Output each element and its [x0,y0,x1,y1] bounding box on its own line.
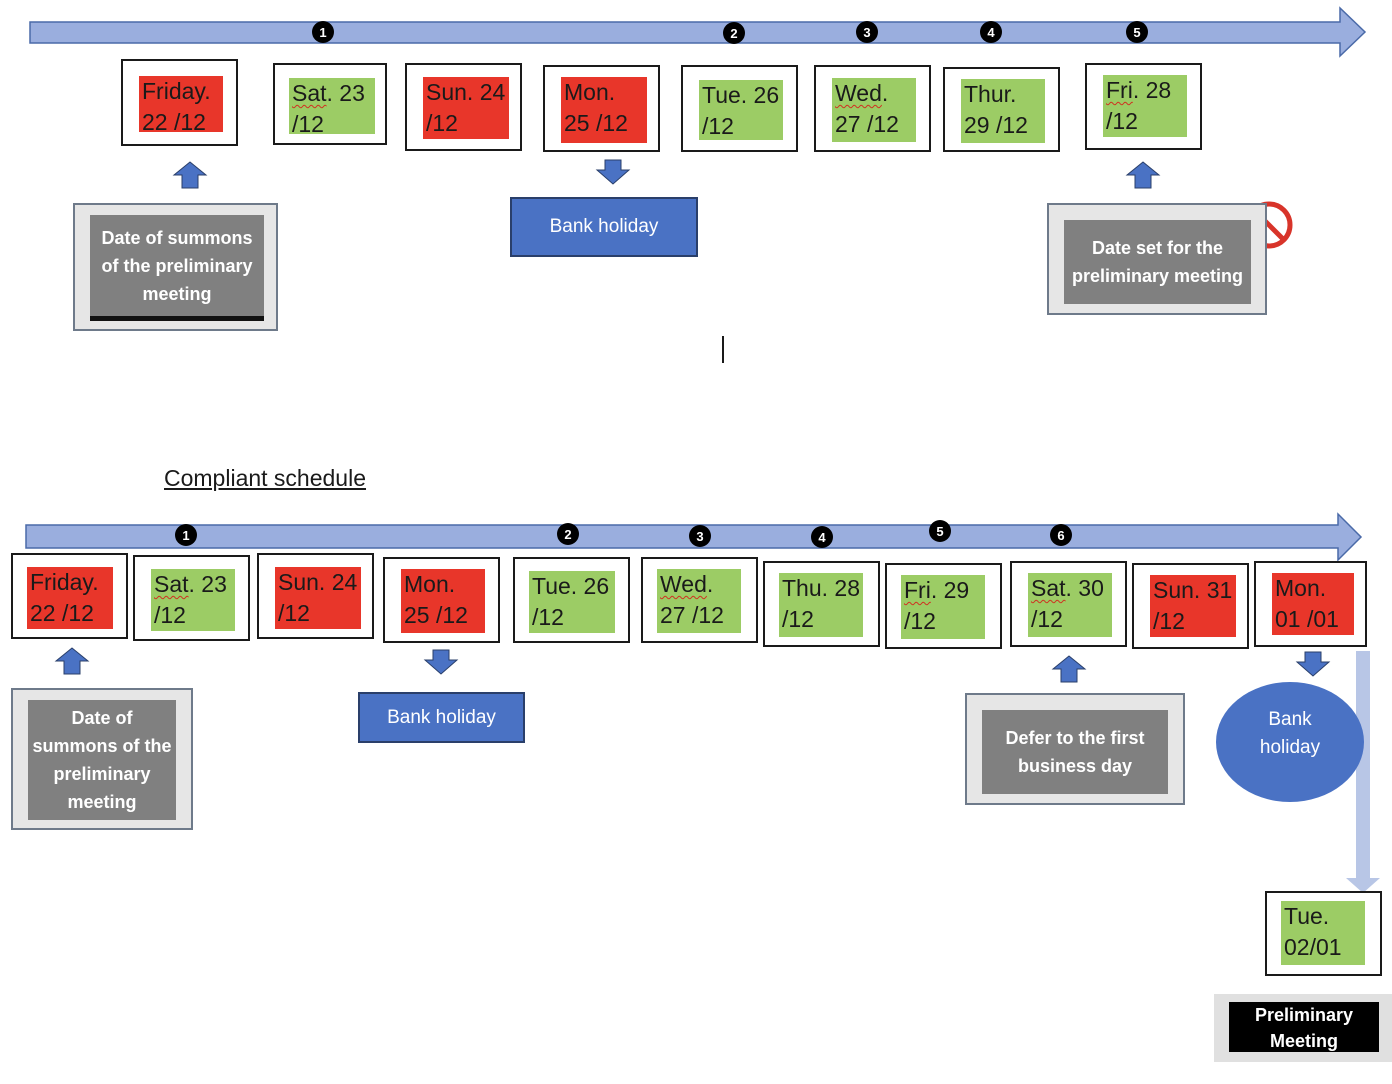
top-day-label: Friday. 22 /12 [139,76,223,135]
bottom-day-box: Mon. 25 /12 [383,557,500,643]
top-marker-5: 5 [1126,21,1148,43]
down-arrow-icon [423,649,459,675]
bottom-day-label: Sat. 23 /12 [151,569,235,631]
bottom-day-label: Fri. 29 /12 [901,575,985,639]
top-day-box: Sat. 23 /12 [273,63,387,145]
defer-callout: Defer to the first business day [965,693,1185,805]
bottom-day-label: Sat. 30 /12 [1028,573,1112,637]
bottom-day-label: Mon. 25 /12 [401,569,485,633]
top-day-box: Sun. 24 /12 [405,63,522,151]
top-day-label: Fri. 28 /12 [1103,75,1187,137]
top-marker-2: 2 [723,22,745,44]
compliant-schedule-heading: Compliant schedule [164,465,367,491]
up-arrow-icon [1051,655,1087,683]
top-day-label: Thur. 29 /12 [961,79,1045,143]
top-day-box: Tue. 26 /12 [681,65,798,152]
bottom-day-label: Sun. 31 /12 [1150,575,1236,637]
top-day-label: Wed. 27 /12 [832,78,916,142]
bottom-marker-3: 3 [689,525,711,547]
preliminary-meeting-box: Preliminary Meeting [1214,994,1392,1062]
bank-holiday-circle-text: Bank holiday [1259,709,1321,758]
bank-holiday-box: Bank holiday [510,197,698,257]
summons-callout-text: Date of summons of the preliminary meeti… [28,700,176,820]
bottom-marker-5: 5 [929,520,951,542]
bottom-day-box: Sun. 31 /12 [1132,563,1249,649]
top-day-label: Mon. 25 /12 [561,77,647,143]
top-marker-4: 4 [980,21,1002,43]
bottom-marker-1: 1 [175,524,197,546]
bottom-day-box: Thu. 28 /12 [763,561,880,647]
top-day-box: Wed. 27 /12 [814,65,931,152]
meeting-date-callout-text: Date set for the preliminary meeting [1064,220,1251,304]
top-marker-1: 1 [312,21,334,43]
final-day-label: Tue. 02/01 [1281,901,1365,965]
bank-holiday-circle [1216,682,1364,802]
top-day-box: Thur. 29 /12 [943,67,1060,152]
bottom-day-box: Fri. 29 /12 [885,563,1002,649]
top-day-box: Fri. 28 /12 [1085,63,1202,150]
bottom-day-label: Wed. 27 /12 [657,569,741,633]
up-arrow-icon [54,647,90,675]
down-arrow-icon [1295,651,1331,677]
meeting-date-callout: Date set for the preliminary meeting [1047,203,1267,315]
top-timeline-arrow [29,6,1367,58]
bank-holiday-box: Bank holiday [358,692,525,743]
bottom-day-label: Mon. 01 /01 [1272,573,1354,635]
summons-callout: Date of summons of the preliminary meeti… [11,688,193,830]
bottom-day-box: Mon. 01 /01 [1254,561,1367,647]
bottom-day-label: Friday. 22 /12 [27,567,113,629]
down-arrow-long [1346,651,1380,893]
bottom-day-label: Sun. 24 /12 [275,567,361,629]
bottom-marker-2: 2 [557,523,579,545]
top-day-label: Tue. 26 /12 [699,80,783,140]
summons-callout-text: Date of summons of the preliminary meeti… [90,215,264,321]
preliminary-meeting-label: Preliminary Meeting [1229,1002,1379,1052]
final-day-box: Tue. 02/01 [1265,891,1382,976]
bottom-day-box: Sat. 30 /12 [1010,561,1127,647]
bottom-day-label: Tue. 26 /12 [529,571,615,633]
top-day-label: Sun. 24 /12 [423,77,509,139]
bottom-marker-6: 6 [1050,524,1072,546]
summons-callout: Date of summons of the preliminary meeti… [73,203,278,331]
defer-callout-text: Defer to the first business day [982,710,1168,794]
top-marker-3: 3 [856,21,878,43]
top-day-box: Mon. 25 /12 [543,65,660,152]
bottom-day-box: Friday. 22 /12 [11,553,128,639]
up-arrow-icon [172,161,208,189]
bottom-day-box: Sun. 24 /12 [257,553,374,639]
bottom-day-box: Tue. 26 /12 [513,557,630,643]
bottom-day-label: Thu. 28 /12 [779,573,863,637]
bottom-day-box: Wed. 27 /12 [641,557,758,643]
top-day-box: Friday. 22 /12 [121,59,238,146]
bottom-day-box: Sat. 23 /12 [133,555,250,641]
up-arrow-icon [1125,161,1161,189]
top-day-label: Sat. 23 /12 [289,78,375,137]
bottom-marker-4: 4 [811,526,833,548]
down-arrow-icon [595,159,631,185]
